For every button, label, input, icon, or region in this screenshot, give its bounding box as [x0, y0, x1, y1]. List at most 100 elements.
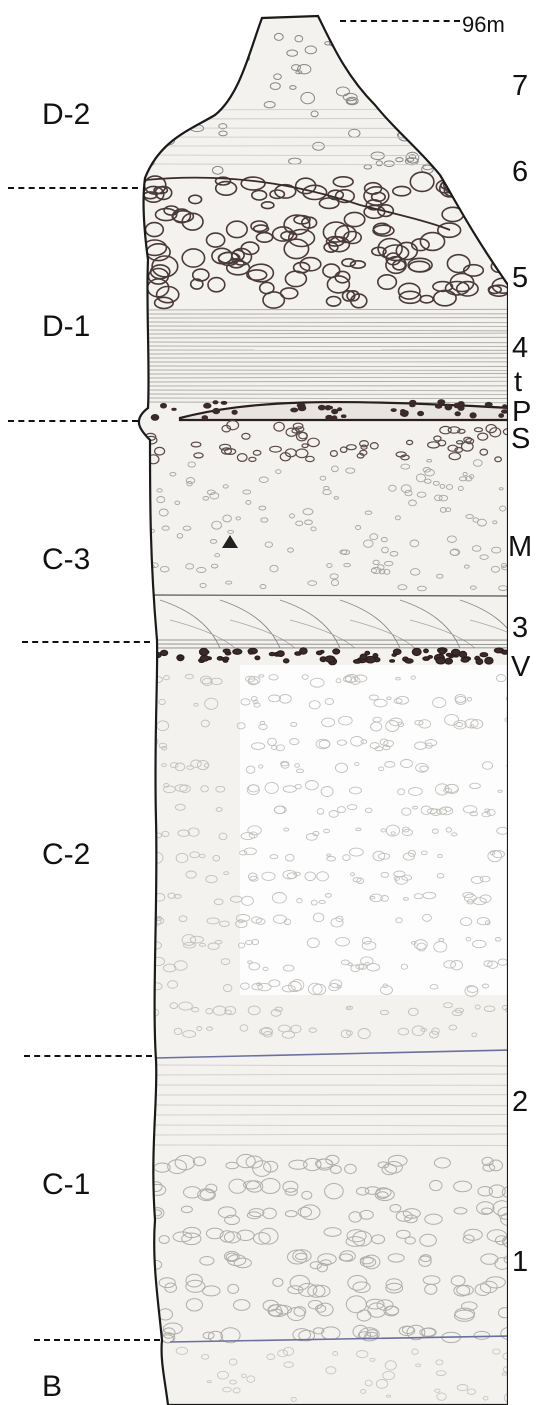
clast: [459, 62, 470, 69]
clast: [463, 57, 472, 64]
lamina: [145, 137, 510, 138]
clast: [462, 153, 475, 164]
unit-label-d1: D-1: [42, 312, 90, 342]
clast: [357, 75, 366, 81]
clast: [277, 651, 284, 657]
clast: [215, 66, 229, 78]
clast: [391, 409, 396, 412]
clast: [199, 648, 208, 655]
clast: [172, 22, 183, 28]
clast: [446, 653, 451, 656]
clast: [333, 649, 340, 654]
clast: [150, 650, 156, 654]
clast: [474, 141, 485, 149]
clast: [462, 39, 470, 46]
clast: [477, 124, 488, 132]
clast: [207, 34, 215, 40]
clast: [412, 648, 421, 655]
clast: [401, 411, 408, 416]
bed-label-s: S: [511, 425, 530, 454]
clast: [491, 141, 502, 149]
clast: [192, 30, 198, 35]
clast: [295, 652, 302, 656]
unit-label-b: B: [42, 1372, 62, 1402]
clast: [482, 186, 496, 196]
clast: [410, 400, 416, 403]
unit-boundary-c2-c1: [24, 1055, 152, 1057]
clast: [416, 102, 427, 110]
clast: [436, 48, 443, 53]
lamina: [145, 145, 510, 146]
clast: [433, 36, 446, 45]
clast: [325, 656, 335, 662]
clast: [318, 405, 325, 410]
clast: [488, 103, 499, 111]
bed-label-6: 6: [512, 158, 528, 187]
clast: [469, 180, 492, 194]
clast: [160, 650, 167, 655]
clast: [161, 403, 167, 408]
unit-boundary-c1-b: [34, 1339, 160, 1341]
clast: [440, 157, 453, 167]
clast: [439, 649, 446, 654]
clast: [416, 26, 424, 32]
clast: [436, 58, 449, 65]
bed-label-v: V: [511, 653, 530, 682]
clast: [482, 151, 496, 159]
clast: [316, 651, 322, 655]
clast: [409, 72, 421, 80]
clast: [418, 411, 424, 415]
clast: [393, 649, 401, 655]
clast: [436, 658, 446, 664]
clast: [326, 415, 333, 419]
clast: [470, 413, 476, 418]
clast: [461, 148, 475, 160]
bed-label-5: 5: [512, 264, 528, 293]
clast: [482, 81, 494, 88]
unit-boundary-top: [340, 20, 460, 22]
clast: [503, 405, 507, 408]
clast: [392, 82, 404, 91]
clast: [503, 55, 514, 61]
clast: [147, 741, 155, 746]
clast: [455, 412, 460, 416]
clast: [249, 651, 253, 654]
clast: [341, 415, 346, 418]
bed-label-3: 3: [512, 614, 528, 643]
clast: [502, 52, 513, 59]
clast: [416, 41, 425, 47]
clast: [487, 128, 494, 132]
bed-label-t: t: [514, 368, 522, 397]
clast: [172, 408, 176, 410]
clast: [438, 400, 445, 404]
bed-label-2: 2: [512, 1088, 528, 1117]
unit-boundary-c3-c2: [22, 641, 150, 643]
clast: [435, 404, 441, 408]
unit-label-c3: C-3: [42, 545, 90, 575]
unit-label-d2: D-2: [42, 100, 90, 130]
clast: [217, 26, 227, 33]
clast: [451, 649, 460, 655]
clast: [221, 401, 227, 404]
bed-label-1: 1: [512, 1248, 528, 1277]
elevation-label: 96m: [462, 14, 505, 36]
clast: [151, 702, 156, 705]
clast: [204, 403, 211, 408]
clast: [200, 655, 209, 661]
clast: [433, 154, 440, 159]
clast: [465, 106, 474, 112]
clast: [235, 55, 246, 63]
clast: [405, 659, 413, 663]
clast: [480, 653, 488, 657]
clast: [151, 415, 159, 421]
clast: [202, 416, 208, 420]
clast: [474, 159, 483, 165]
clast: [458, 406, 464, 411]
clast: [269, 652, 275, 655]
clast: [464, 82, 472, 87]
clast: [179, 656, 184, 659]
clast: [411, 95, 423, 102]
lamina: [145, 118, 510, 119]
clast: [475, 199, 500, 220]
clast: [196, 71, 206, 77]
